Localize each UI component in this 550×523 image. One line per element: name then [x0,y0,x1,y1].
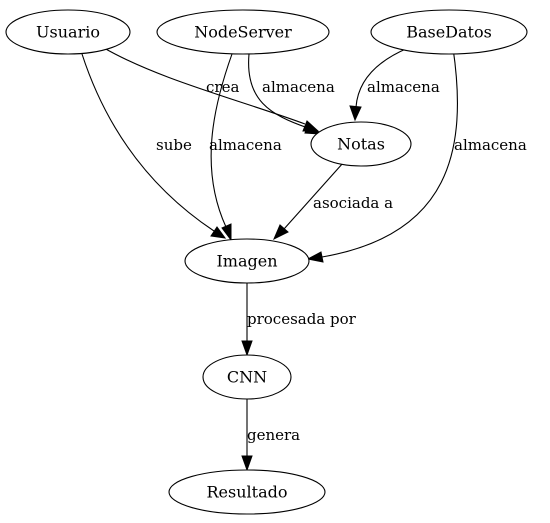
node-nodeserver: NodeServer [156,9,330,55]
node-label-notas: Notas [337,135,385,154]
edge-label-genera: genera [247,426,300,444]
node-notas: Notas [310,121,412,167]
edge-cnn-resultado: genera [241,399,300,472]
node-resultado: Resultado [168,469,326,515]
edge-nodeserver-notas: almacena [248,53,335,135]
node-label-cnn: CNN [227,368,267,387]
node-label-imagen: Imagen [216,252,277,271]
node-label-usuario: Usuario [36,23,100,42]
node-label-nodeserver: NodeServer [194,23,292,42]
node-imagen: Imagen [184,238,310,284]
edge-basedatos-imagen: almacena [306,47,527,263]
node-basedatos: BaseDatos [370,9,528,55]
edge-label-almacena-basedatos-notas: almacena [367,78,440,96]
node-cnn: CNN [202,354,292,400]
edge-label-crea: crea [206,78,239,96]
node-label-basedatos: BaseDatos [406,23,492,42]
edge-usuario-imagen: sube [81,53,227,239]
edge-label-almacena-basedatos-imagen: almacena [454,136,527,154]
node-label-resultado: Resultado [207,483,288,502]
edge-nodeserver-imagen: almacena [209,53,282,242]
edge-basedatos-notas: almacena [349,47,440,122]
edge-label-almacena-nodeserver-notas: almacena [262,78,335,96]
edge-label-asociada-a: asociada a [313,194,393,212]
edge-imagen-cnn: procesada por [241,283,357,357]
edge-label-sube: sube [156,136,192,154]
node-usuario: Usuario [5,9,131,55]
edge-notas-imagen: asociada a [273,162,393,241]
edge-label-almacena-nodeserver-imagen: almacena [209,136,282,154]
edge-label-procesada-por: procesada por [247,310,357,328]
